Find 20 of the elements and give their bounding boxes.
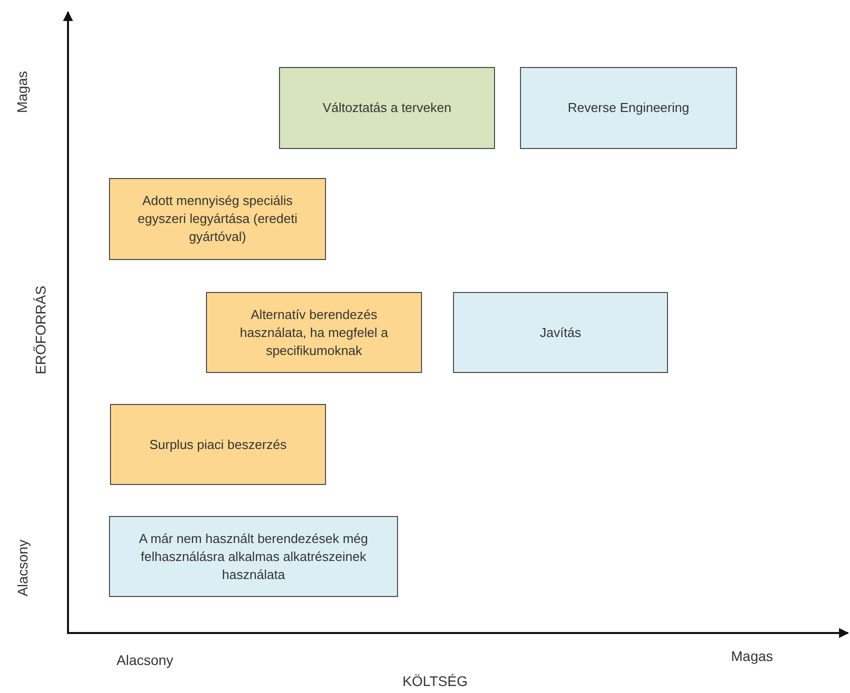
box-text: A már nem használt berendezések még felhasználásra alkalmas alkatrészeinek használata — [138, 530, 370, 584]
axis-tick-label: Magas — [731, 648, 774, 664]
axis-tick-label: Alacsony — [14, 540, 30, 596]
strategy-box — [109, 178, 326, 260]
axis-title: ERŐFORRÁS — [32, 286, 48, 374]
strategy-box — [110, 404, 326, 485]
box-text: Javítás — [540, 324, 582, 342]
axis-tick-label: Alacsony — [116, 652, 174, 668]
strategy-box — [520, 67, 737, 149]
box-text: Változtatás a terveken — [322, 99, 452, 117]
box-text: Alternatív berendezés használata, ha megfelel a specifikumoknak — [238, 306, 390, 360]
box-text: Reverse Engineering — [568, 99, 690, 117]
axis-title: KÖLTSÉG — [402, 673, 468, 689]
box-text: Adott mennyiség speciális egyszeri legyártása (eredeti gyártóval) — [136, 192, 298, 246]
strategy-box — [453, 292, 668, 373]
strategy-box — [206, 292, 422, 373]
strategy-box — [279, 67, 495, 149]
box-text: Surplus piaci beszerzés — [149, 436, 287, 454]
axis-tick-label: Magas — [14, 70, 30, 114]
strategy-box — [109, 516, 398, 597]
